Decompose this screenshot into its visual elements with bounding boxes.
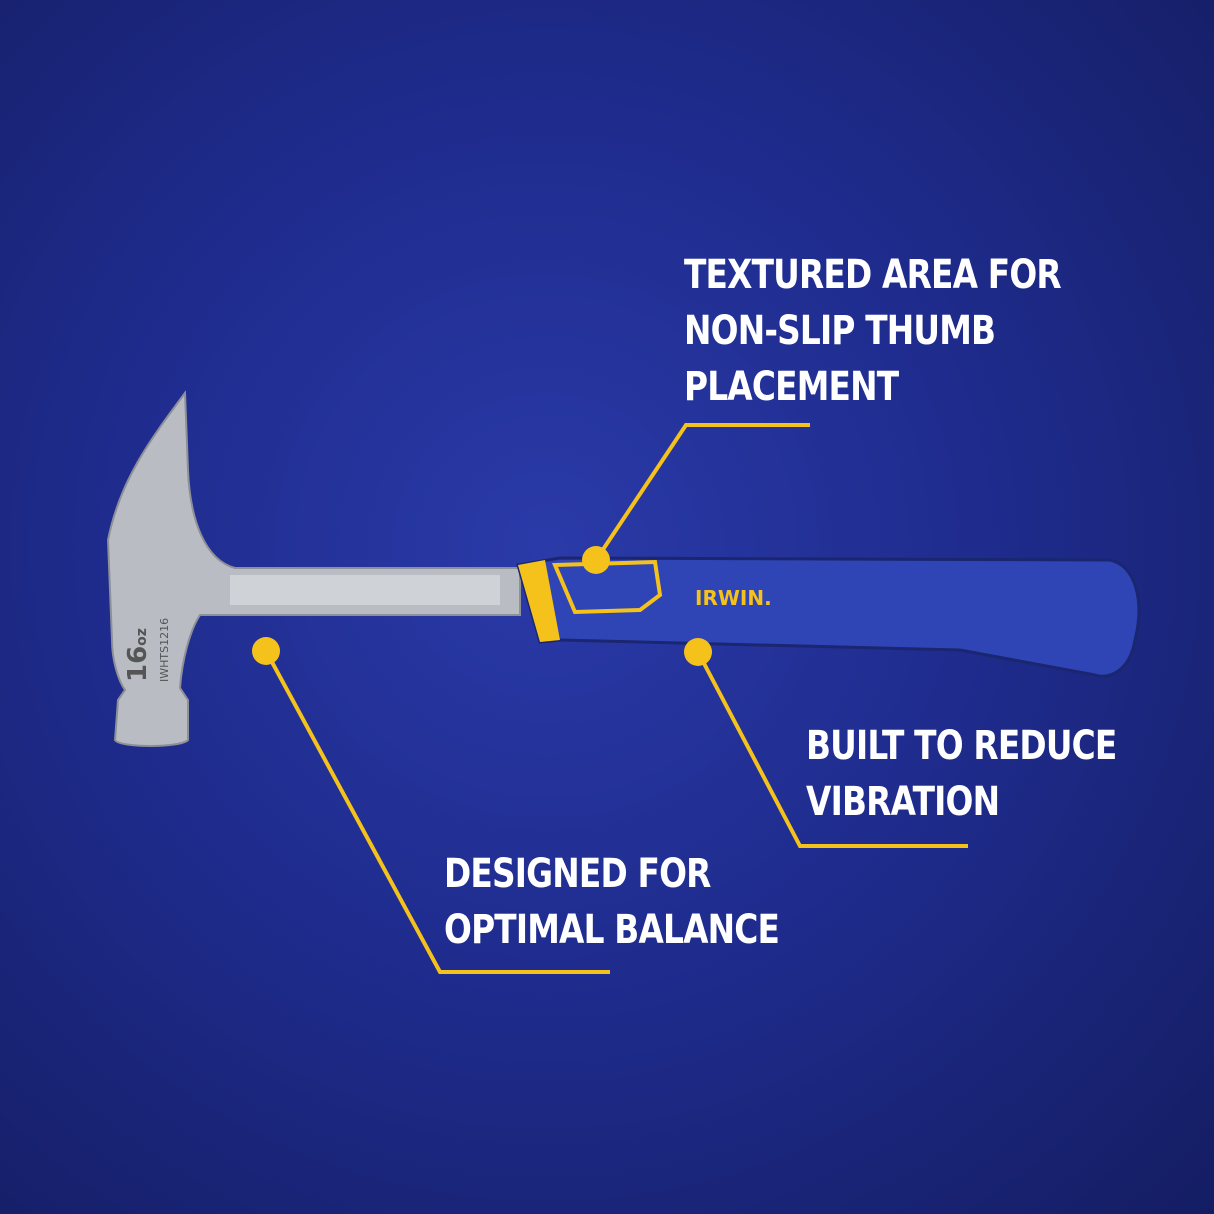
weight-unit: oz [134,628,150,646]
brand-logo: IRWIN. [695,586,772,610]
callout-vibration: BUILT TO REDUCE VIBRATION [806,718,1117,830]
callout-lines [264,423,968,974]
callout-dot-2 [684,638,712,666]
callout-line-1 [594,423,810,562]
callout-line-text: VIBRATION [806,779,1000,825]
callout-balance: DESIGNED FOR OPTIMAL BALANCE [444,846,780,958]
callout-line-text: OPTIMAL BALANCE [444,907,780,953]
callout-line-text: BUILT TO REDUCE [806,723,1117,769]
callout-line-text: DESIGNED FOR [444,851,711,897]
callout-line-text: TEXTURED AREA FOR [684,252,1062,298]
callout-line-2 [696,651,968,848]
callout-dot-3 [252,637,280,665]
hammer-head: 16oz IWHTS1216 [106,390,521,747]
callout-line-3 [264,650,610,974]
callout-dot-1 [582,546,610,574]
model-label: IWHTS1216 [158,618,171,682]
callout-line-text: NON-SLIP THUMB [684,308,996,354]
callout-textured-area: TEXTURED AREA FOR NON-SLIP THUMB PLACEME… [684,247,1062,415]
hammer-handle: IRWIN. [516,556,1141,678]
callout-line-text: PLACEMENT [684,364,899,410]
